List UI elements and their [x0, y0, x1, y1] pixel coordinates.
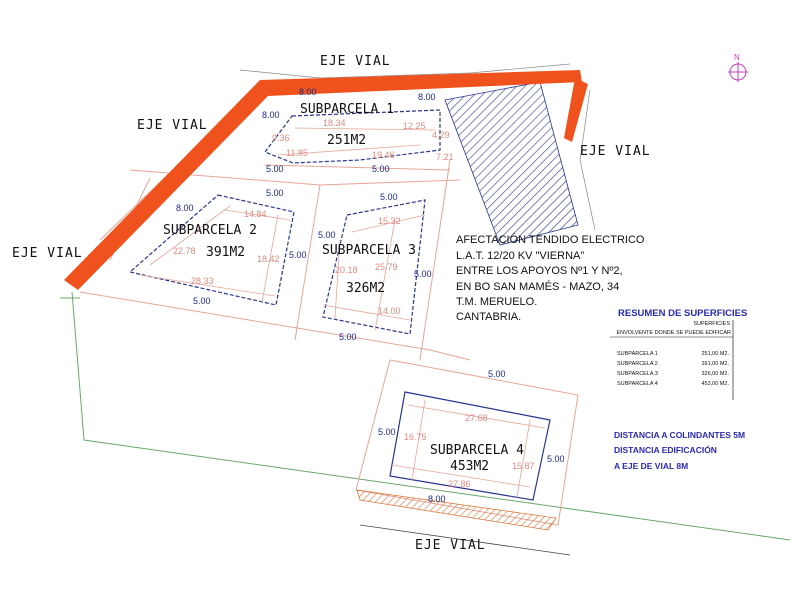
- road-boundary: [64, 70, 582, 290]
- summary-header: ENVOLVENTE DONDE SE PUEDE EDIFICAR: [616, 330, 731, 336]
- subparcel-1-name: SUBPARCELA 1: [300, 102, 394, 117]
- dimension-labels: 18.34 12.25 4.29 9.36 11.85 19.46 7.21 1…: [173, 118, 535, 489]
- surface-summary: RESUMEN DE SUPERFICIES SUPERFICIES ENVOL…: [610, 308, 747, 400]
- dimension-label: 9.36: [272, 133, 290, 143]
- subparcel-4-envelope: [389, 391, 551, 501]
- road-setback-hatch: [356, 489, 557, 531]
- dimension-label: 14.84: [244, 209, 267, 219]
- electric-note: AFECTACIÓN TENDIDO ELECTRICO L.A.T. 12/2…: [456, 233, 645, 323]
- summary-row-value: 251,00 M2.: [701, 351, 729, 357]
- electric-note-line: ENTRE LOS APOYOS Nº1 Y Nº2,: [456, 265, 623, 277]
- electric-note-line: T.M. MERUELO.: [456, 296, 537, 308]
- setback-label: 5.00: [372, 164, 390, 174]
- subparcel-1-area: 251M2: [327, 133, 366, 148]
- setback-label: 5.00: [547, 454, 565, 464]
- road-label-upper-left: EJE VIAL: [137, 118, 208, 133]
- dimension-label: 22.78: [173, 246, 196, 256]
- summary-row-name: SUBPARCELA 1: [617, 351, 658, 357]
- road-edge: [579, 89, 596, 231]
- subparcel-3-envelope: [322, 199, 426, 335]
- dimension-label: 27.68: [465, 413, 488, 423]
- summary-title: RESUMEN DE SUPERFICIES: [618, 308, 747, 319]
- distance-note: DISTANCIA A COLINDANTES 5M: [614, 430, 745, 440]
- road-label-bottom: EJE VIAL: [415, 538, 486, 553]
- road-edge: [239, 63, 571, 79]
- dimension-label: 14.00: [378, 306, 401, 316]
- road-label-left: EJE VIAL: [12, 246, 83, 261]
- electric-note-line: CANTABRIA.: [456, 311, 521, 323]
- dimension-label: 18.42: [257, 254, 280, 264]
- summary-row-value: 453,00 M2.: [701, 381, 729, 387]
- electric-easement-hatch: [444, 81, 579, 246]
- summary-row-name: SUBPARCELA 3: [617, 371, 658, 377]
- subparcel-3-area: 326M2: [346, 281, 385, 296]
- dimension-label: 20.18: [335, 265, 358, 275]
- subparcel-2-area: 391M2: [206, 245, 245, 260]
- setback-label: 5.00: [193, 296, 211, 306]
- setback-label: 5.00: [414, 269, 432, 279]
- summary-row-name: SUBPARCELA 4: [617, 381, 658, 387]
- road-edge: [359, 524, 571, 556]
- setback-label: 5.00: [378, 427, 396, 437]
- dimension-label: 15.32: [378, 216, 401, 226]
- setback-label: 5.00: [339, 332, 357, 342]
- setback-label: 8.00: [299, 87, 317, 97]
- subparcel-3-name: SUBPARCELA 3: [322, 243, 416, 258]
- distance-notes: DISTANCIA A COLINDANTES 5M DISTANCIA EDI…: [614, 430, 745, 471]
- dimension-label: 28.33: [191, 276, 214, 286]
- subparcel-4-name: SUBPARCELA 4: [430, 443, 524, 458]
- dimension-label: 18.34: [323, 118, 346, 128]
- dimension-lines: [139, 127, 546, 498]
- setback-label: 5.00: [266, 188, 284, 198]
- dimension-label: 27.86: [448, 479, 471, 489]
- dimension-label: 11.85: [286, 148, 308, 158]
- setback-label: 8.00: [418, 92, 436, 102]
- summary-row-value: 326,00 M2.: [701, 371, 729, 377]
- dimension-label: 19.46: [372, 150, 395, 160]
- north-label: N: [734, 53, 740, 62]
- distance-note: DISTANCIA EDIFICACIÓN: [614, 444, 717, 455]
- electric-note-line: AFECTACIÓN TENDIDO ELECTRICO: [456, 233, 645, 246]
- dimension-label: 12.25: [403, 121, 426, 131]
- setback-label: 8.00: [428, 494, 446, 504]
- subparcel-4-area: 453M2: [450, 459, 489, 474]
- setback-labels: 8.00 8.00 8.00 5.00 5.00 8.00 5.00 5.00 …: [176, 87, 565, 504]
- electric-note-line: L.A.T. 12/20 KV "VIERNA": [456, 250, 584, 262]
- summary-row-value: 391,00 M2.: [701, 361, 729, 367]
- dimension-label: 7.21: [436, 152, 454, 162]
- setback-label: 5.00: [289, 250, 307, 260]
- setback-label: 8.00: [176, 203, 194, 213]
- road-label-right: EJE VIAL: [580, 144, 651, 159]
- north-arrow-icon: [728, 62, 748, 82]
- electric-note-line: EN BO SAN MAMÉS - MAZO, 34: [456, 280, 619, 293]
- summary-row-name: SUBPARCELA 2: [617, 361, 658, 367]
- subparcel-2-name: SUBPARCELA 2: [163, 223, 257, 238]
- setback-label: 5.00: [380, 192, 398, 202]
- dimension-label: 15.87: [512, 461, 535, 471]
- setback-label: 5.00: [318, 230, 336, 240]
- setback-label: 8.00: [262, 110, 280, 120]
- dimension-label: 25.79: [375, 262, 398, 272]
- subparcel-2-envelope: [128, 194, 295, 306]
- dimension-label: 4.29: [432, 130, 450, 140]
- setback-label: 5.00: [488, 369, 506, 379]
- road-label-top: EJE VIAL: [320, 54, 391, 69]
- property-boundary: [71, 291, 791, 541]
- summary-header: SUPERFICIES: [693, 321, 730, 327]
- road-boundary: [564, 78, 588, 142]
- setback-label: 5.00: [266, 164, 284, 174]
- distance-note: A EJE DE VIAL 8M: [614, 461, 688, 471]
- dimension-label: 16.75: [404, 432, 427, 442]
